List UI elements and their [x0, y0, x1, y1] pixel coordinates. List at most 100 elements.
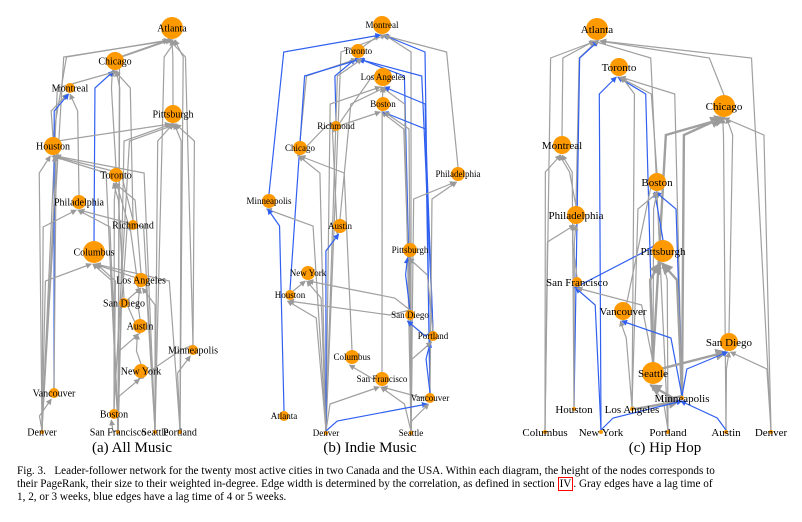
- node-san-diego: San Diego: [391, 310, 429, 320]
- node-circle: [262, 194, 276, 208]
- edge-portland-to-pittsburgh: [661, 262, 669, 431]
- node-circle: [652, 240, 674, 262]
- node-label: Richmond: [112, 221, 154, 232]
- node-label: San Diego: [391, 310, 429, 320]
- node-circle: [374, 68, 392, 86]
- node-label: New York: [290, 268, 327, 278]
- node-label: New York: [579, 427, 624, 439]
- edge-san-diego-to-new-york: [307, 279, 411, 311]
- edge-vancouver-to-montreal: [53, 93, 70, 389]
- section-reference-link[interactable]: IV: [557, 477, 574, 492]
- panel-caption-indie-music: (b) Indie Music: [323, 440, 417, 456]
- node-circle: [553, 136, 571, 154]
- node-circle: [345, 350, 359, 364]
- node-circle: [161, 17, 183, 39]
- node-circle: [586, 18, 608, 40]
- edge-columbus-to-philadelphia: [544, 224, 576, 431]
- node-circle: [116, 430, 120, 434]
- edge-denver-to-san-diego: [729, 351, 772, 431]
- node-minneapolis: Minneapolis: [247, 194, 292, 208]
- node-label: Chicago: [706, 101, 743, 113]
- node-circle: [331, 121, 341, 131]
- node-san-diego: San Diego: [706, 333, 753, 351]
- node-label: Los Angeles: [605, 404, 660, 416]
- node-circle: [72, 195, 86, 209]
- node-circle: [720, 333, 738, 351]
- edge-minneapolis-to-new-york: [137, 344, 194, 380]
- node-new-york: New York: [579, 427, 624, 439]
- node-circle: [109, 409, 119, 419]
- node-label: Montreal: [52, 84, 89, 95]
- node-circle: [83, 241, 105, 263]
- edge-minneapolis-to-san-diego: [681, 351, 729, 397]
- edge-boston-to-pittsburgh: [113, 122, 178, 410]
- edge-denver-to-los-angeles: [325, 85, 381, 432]
- node-circle: [351, 44, 365, 58]
- node-circle: [65, 83, 75, 93]
- node-circle: [428, 331, 438, 341]
- edge-new-york-to-austin: [134, 333, 142, 365]
- node-label: Toronto: [100, 171, 132, 182]
- panel-caption-all-music: (a) All Music: [92, 440, 172, 456]
- node-label: Denver: [313, 428, 340, 438]
- node-richmond: Richmond: [317, 121, 355, 131]
- node-los-angeles: Los Angeles: [605, 404, 660, 416]
- node-label: Columbus: [522, 427, 567, 439]
- node-label: Austin: [711, 427, 741, 439]
- edge-seattle-to-portland: [410, 341, 433, 432]
- node-vancouver: Vancouver: [599, 302, 647, 320]
- node-circle: [134, 273, 148, 287]
- node-label: Boston: [641, 177, 673, 189]
- node-portland: Portland: [418, 331, 449, 341]
- edge-philadelphia-to-montreal: [381, 33, 459, 168]
- node-denver: Denver: [27, 428, 57, 439]
- node-san-francisco: San Francisco: [90, 428, 146, 439]
- edge-houston-to-montreal: [561, 154, 575, 408]
- figure-number: Fig. 3.: [17, 465, 46, 477]
- node-toronto: Toronto: [602, 58, 637, 76]
- node-vancouver: Vancouver: [33, 388, 76, 400]
- node-label: Chicago: [98, 57, 131, 68]
- edge-vancouver-to-houston: [51, 155, 58, 389]
- caption-line-2: their PageRank, their size to their weig…: [17, 477, 802, 492]
- edge-seattle-to-pittsburgh: [407, 257, 414, 432]
- edge-denver-to-atlanta: [600, 38, 772, 431]
- node-label: Austin: [127, 322, 154, 333]
- node-circle: [724, 430, 728, 434]
- figure-caption: Fig. 3. Leader-follower network for the …: [17, 465, 802, 505]
- node-austin: Austin: [711, 427, 741, 439]
- edge-new-york-to-toronto: [598, 76, 617, 431]
- node-circle: [610, 58, 628, 76]
- node-circle: [409, 431, 413, 435]
- node-label: Seattle: [141, 428, 169, 439]
- edges: [265, 32, 459, 432]
- node-chicago: Chicago: [285, 141, 315, 155]
- edge-vancouver-to-los-angeles: [383, 86, 431, 394]
- caption-line-1: Fig. 3. Leader-follower network for the …: [17, 465, 802, 478]
- edge-chicago-to-atlanta: [599, 38, 725, 96]
- node-label: Montreal: [542, 140, 582, 152]
- caption-text-2-tail: . Gray edges have a lag time of: [573, 478, 713, 491]
- node-circle: [178, 430, 182, 434]
- edge-pittsburgh-to-atlanta: [169, 39, 176, 106]
- node-circle: [49, 388, 59, 398]
- nodes: AtlantaTorontoChicagoMontrealBostonPhila…: [522, 18, 788, 439]
- edge-columbus-to-atlanta: [544, 40, 597, 431]
- node-label: Portland: [418, 331, 449, 341]
- edge-seattle-to-philadelphia: [410, 181, 456, 432]
- edge-philadelphia-to-montreal: [69, 93, 80, 196]
- node-atlanta: Atlanta: [581, 18, 613, 40]
- node-label: Pittsburgh: [153, 110, 194, 121]
- edge-san-francisco-to-boston: [109, 419, 119, 433]
- caption-text-2: their PageRank, their size to their weig…: [17, 478, 558, 491]
- node-pittsburgh: Pittsburgh: [640, 240, 686, 262]
- node-montreal: Montreal: [366, 16, 399, 34]
- node-circle: [134, 364, 148, 378]
- node-portland: Portland: [649, 427, 687, 439]
- edge-atlanta-to-minneapolis: [267, 208, 285, 412]
- node-label: Houston: [275, 290, 306, 300]
- edge-philadelphia-to-montreal: [558, 154, 577, 207]
- node-label: San Diego: [103, 299, 145, 310]
- edge-san-francisco-to-new-york: [117, 378, 141, 431]
